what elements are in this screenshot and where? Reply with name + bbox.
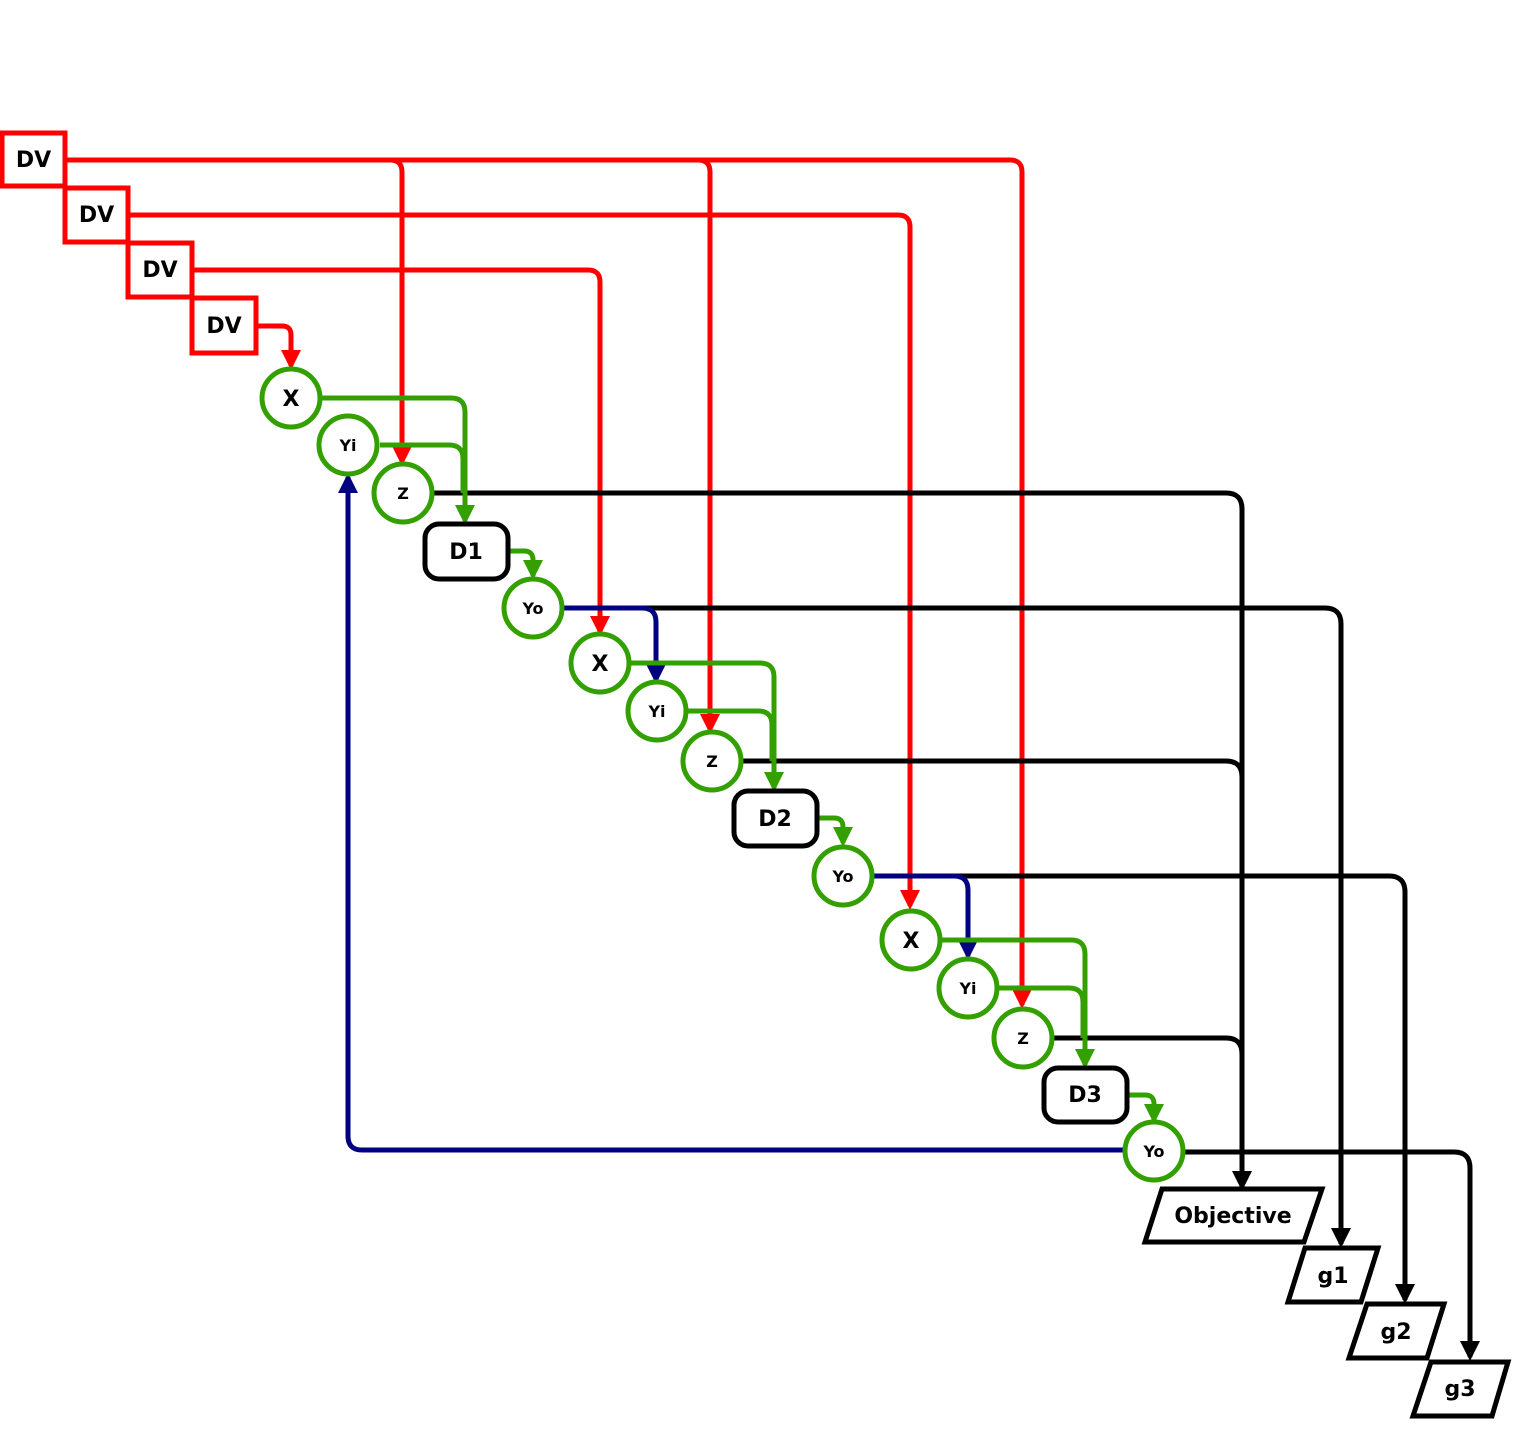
output-node-label: Yo — [1142, 1142, 1164, 1161]
design-variable-links — [65, 157, 1032, 1009]
dv-link — [65, 157, 1032, 1009]
objective-label: Objective — [1174, 1204, 1291, 1229]
coupling-links — [338, 473, 1124, 1153]
design-variable-label: DV — [79, 203, 114, 228]
discipline-node[interactable]: D2 — [731, 788, 820, 849]
objective-output[interactable]: Objective — [1141, 1186, 1326, 1245]
input-node-label: Z — [706, 752, 718, 771]
design-variable[interactable]: DV — [189, 295, 259, 356]
discipline-node[interactable]: D1 — [422, 521, 511, 582]
data-link — [380, 442, 466, 493]
output-node[interactable]: Yo — [811, 844, 875, 908]
output-links — [432, 490, 1480, 1361]
dv-link — [192, 267, 610, 636]
design-variable-label: DV — [142, 258, 177, 283]
output-link — [872, 873, 1415, 1304]
constraint-label: g1 — [1317, 1264, 1348, 1289]
constraint-output[interactable]: g3 — [1409, 1359, 1512, 1419]
constraint-output[interactable]: g1 — [1284, 1245, 1382, 1305]
constraint-label: g2 — [1380, 1320, 1411, 1345]
output-link — [564, 605, 1351, 1248]
design-variable[interactable]: DV — [62, 185, 131, 245]
output-node[interactable]: Yo — [1122, 1119, 1186, 1183]
input-node[interactable]: Yi — [625, 679, 689, 743]
coupling-link — [564, 605, 666, 684]
input-node-label: X — [283, 387, 300, 412]
data-link — [998, 985, 1086, 1038]
dv-link — [256, 323, 301, 370]
constraint-label: g3 — [1444, 1377, 1475, 1402]
data-link — [816, 815, 853, 847]
input-node-label: Yi — [338, 436, 356, 455]
input-node[interactable]: X — [879, 908, 943, 972]
output-link — [742, 758, 1245, 1100]
input-node[interactable]: Z — [991, 1006, 1055, 1070]
output-link — [432, 490, 1252, 1191]
data-link — [1126, 1092, 1164, 1124]
input-node-label: Yi — [958, 979, 976, 998]
data-link — [942, 937, 1095, 1069]
design-variable-label: DV — [16, 148, 51, 173]
input-node-label: X — [903, 929, 920, 954]
output-node-label: Yo — [521, 599, 543, 618]
data-link — [688, 708, 775, 761]
discipline-data-links — [322, 395, 1164, 1124]
input-node-label: Yi — [647, 702, 665, 721]
data-link — [322, 395, 475, 525]
design-variable-label: DV — [206, 314, 241, 339]
input-node-label: Z — [397, 484, 409, 503]
data-link — [631, 660, 784, 792]
constraint-output[interactable]: g2 — [1345, 1301, 1448, 1361]
input-node-label: X — [592, 652, 609, 677]
input-node-label: Z — [1017, 1029, 1029, 1048]
coupling-link — [338, 473, 1124, 1153]
input-node[interactable]: X — [568, 631, 632, 695]
input-node[interactable]: Z — [680, 729, 744, 793]
output-node-label: Yo — [831, 867, 853, 886]
discipline-label: D2 — [758, 807, 792, 832]
input-node[interactable]: Yi — [316, 413, 380, 477]
data-link — [508, 548, 543, 580]
design-variable[interactable]: DV — [0, 130, 68, 189]
output-node[interactable]: Yo — [501, 576, 565, 640]
input-node[interactable]: Z — [371, 461, 435, 525]
output-link — [1052, 1035, 1245, 1100]
output-link — [1183, 1149, 1480, 1361]
discipline-label: D3 — [1068, 1083, 1102, 1108]
input-node[interactable]: X — [259, 366, 323, 430]
discipline-label: D1 — [449, 540, 483, 565]
design-variable[interactable]: DV — [125, 240, 195, 300]
discipline-node[interactable]: D3 — [1041, 1065, 1130, 1125]
input-node[interactable]: Yi — [936, 956, 1000, 1020]
dv-link — [128, 212, 920, 910]
coupling-link — [872, 873, 978, 960]
